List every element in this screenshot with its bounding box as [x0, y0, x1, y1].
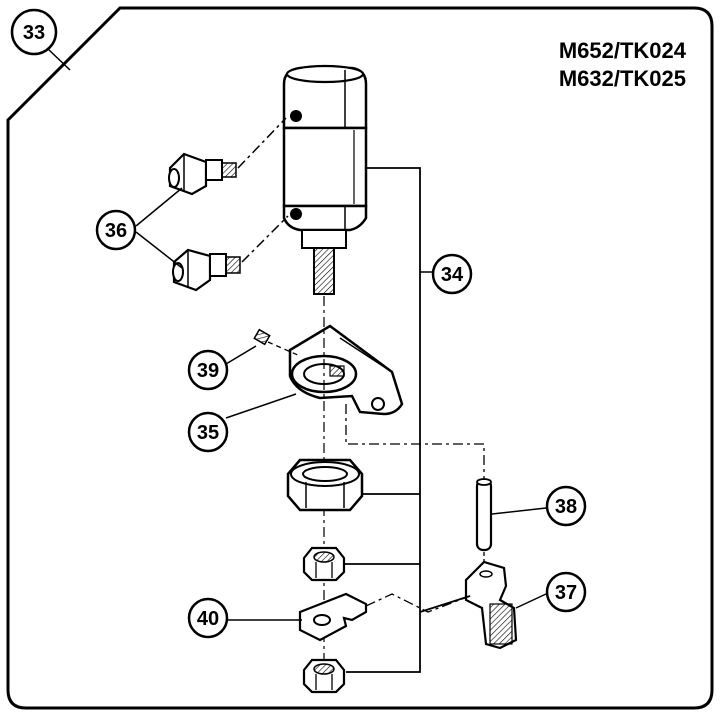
pin	[475, 478, 493, 566]
callout-34: 34	[420, 253, 473, 295]
set-screw	[253, 328, 301, 357]
svg-text:39: 39	[197, 360, 219, 382]
page-number-badge: 33	[10, 8, 71, 71]
callout-37: 37	[515, 571, 587, 613]
svg-text:35: 35	[197, 422, 219, 444]
assembly-line-plate	[365, 593, 471, 613]
slotted-plate	[298, 592, 368, 642]
svg-text:36: 36	[105, 220, 127, 242]
model-code-2: M632/TK025	[559, 66, 686, 91]
svg-text:38: 38	[555, 496, 577, 518]
svg-text:37: 37	[555, 582, 577, 604]
mounting-bracket	[288, 324, 404, 416]
callout-39: 39	[187, 345, 257, 391]
callout-35: 35	[187, 393, 297, 453]
callout-36: 36	[95, 187, 183, 269]
lock-nut-large	[286, 458, 364, 512]
fitting-lower	[172, 215, 289, 292]
hex-nut-upper	[302, 546, 346, 582]
fitting-upper	[168, 117, 287, 196]
callout-40: 40	[187, 597, 302, 639]
hex-nut-lower	[302, 658, 346, 694]
clevis-block	[464, 560, 518, 650]
svg-text:40: 40	[197, 608, 219, 630]
svg-text:33: 33	[23, 22, 45, 44]
cylinder-body	[282, 64, 368, 295]
model-code-1: M652/TK024	[559, 38, 687, 63]
group-line-34	[346, 167, 421, 673]
svg-text:34: 34	[441, 264, 464, 286]
diagram-frame	[6, 6, 714, 710]
assembly-line-bracket	[345, 404, 485, 480]
callout-38: 38	[491, 485, 587, 527]
